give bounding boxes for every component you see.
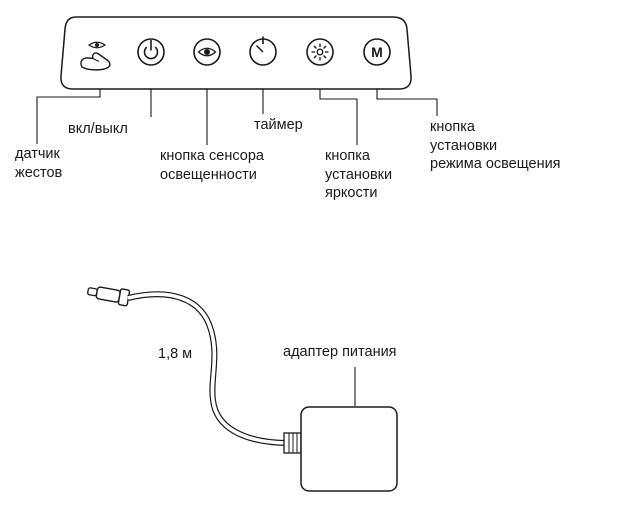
eye-sensor-icon — [193, 38, 221, 66]
label-brightness: кнопка установки яркости — [325, 148, 393, 202]
label-power: вкл/выкл — [68, 121, 128, 137]
control-panel-outline — [60, 16, 412, 90]
label-gesture-sensor: датчик жестов — [15, 146, 63, 181]
label-timer: таймер — [254, 117, 303, 133]
power-cable — [127, 291, 287, 446]
callout-line-gesture — [36, 89, 101, 144]
label-mode: кнопка установки режима освещения — [430, 119, 561, 173]
gesture-hand-eye-icon — [80, 41, 111, 71]
label-light-sensor: кнопка сенсора освещенности — [160, 148, 264, 183]
mode-m-icon: M — [363, 38, 391, 66]
power-adapter-body — [300, 406, 398, 492]
brightness-sun-icon — [306, 38, 334, 66]
callout-line-brightness — [319, 89, 358, 145]
timer-clock-icon — [249, 36, 277, 66]
adapter-strain-relief — [283, 432, 302, 454]
callout-lines — [36, 89, 438, 145]
callout-line-mode — [376, 89, 438, 116]
mode-m-glyph: M — [371, 44, 383, 60]
power-icon — [137, 38, 165, 66]
dc-plug-icon — [87, 286, 131, 307]
label-power-adapter: адаптер питания — [283, 344, 397, 360]
label-cable-length: 1,8 м — [158, 346, 193, 362]
